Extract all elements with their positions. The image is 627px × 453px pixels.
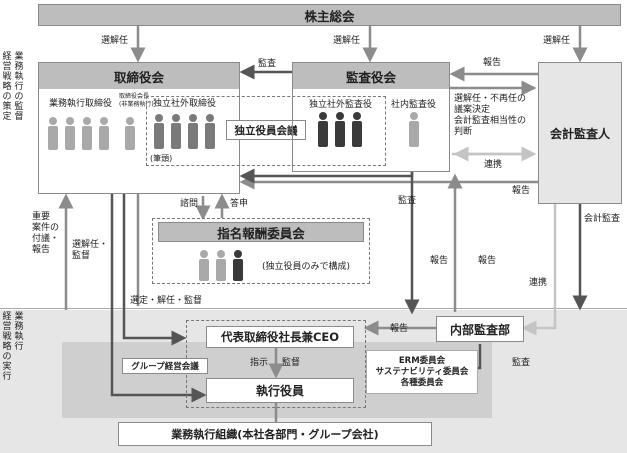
label-liaison-top: 連携 (484, 160, 503, 170)
label-audit-mid: 監査 (398, 196, 417, 206)
label-accounting-audit: 会計監査 (584, 214, 621, 224)
label-elect-supervise: 選解任・ 監督 (72, 240, 108, 262)
label-auditor-selection-1: 選解任・不再任の (454, 94, 527, 104)
nomination-committee-title: 指名報酬委員会 (158, 222, 364, 242)
label-select-dismiss-supervise: 選定・解任・監督 (130, 296, 203, 306)
independent-officers-meeting: 独立役員会議 (226, 120, 306, 140)
label-audit-internal: 監査 (512, 358, 531, 368)
lead-director-note: (筆頭) (150, 154, 173, 163)
outside-auditors-label: 独立社外監査役 (309, 100, 373, 110)
person-icon (125, 117, 135, 150)
audit-board-title: 監査役会 (293, 63, 449, 89)
label-answer: 答申 (230, 199, 249, 209)
label-liaison-bottom: 連携 (529, 278, 548, 288)
accounting-auditor: 会計監査人 (538, 62, 622, 204)
label-auditor-selection: 選解任・不再任の 議案決定 会計監査相当性の 判断 (454, 94, 526, 138)
ceo-box: 代表取締役社長兼CEO (206, 326, 354, 348)
business-organization: 業務執行組織(本社各部門・グループ会社) (118, 422, 432, 446)
audit-board: 監査役会 独立社外監査役 社内監査役 (292, 62, 450, 172)
label-report-top: 報告 (483, 58, 502, 68)
label-elect-supervise-1: 選解任・ (72, 240, 109, 250)
label-instruct: 指示 (250, 358, 269, 368)
accounting-auditor-title: 会計監査人 (549, 126, 610, 141)
label-important-1: 重要 (32, 212, 51, 222)
separator-line (0, 308, 627, 309)
executive-officers-box: 執行役員 (206, 378, 354, 403)
person-icon (99, 117, 109, 150)
label-report-internal-audit: 報告 (390, 324, 409, 334)
executive-directors-label: 業務執行取締役 (49, 99, 113, 109)
label-audit-top: 監査 (258, 59, 277, 69)
side-label-supervision: 業務執行の監督 (14, 52, 24, 122)
person-icon (65, 117, 75, 150)
label-auditor-selection-4: 判断 (454, 127, 473, 137)
committee-sustainability: サステナビリティ委員会 (375, 366, 469, 377)
independent-directors-group (146, 96, 386, 166)
label-important-4: 報告 (32, 245, 51, 255)
chairman-line1: 取締役会長 (119, 93, 150, 100)
label-consult: 諮問 (180, 199, 199, 209)
committee-erm: ERM委員会 (398, 355, 446, 366)
label-important-2: 案件の (32, 223, 60, 233)
chairman-label: 取締役会長 (非業務執行) (119, 93, 154, 109)
outside-directors-label: 独立社外取締役 (153, 99, 217, 109)
label-important-matters: 重要 案件の 付議・ 報告 (32, 212, 59, 256)
label-auditor-selection-3: 会計監査相当性の (454, 116, 527, 126)
internal-auditor-label: 社内監査役 (391, 100, 437, 110)
label-report-right: 報告 (512, 186, 531, 196)
label-supervise: 監督 (282, 358, 301, 368)
chairman-line2: (非業務執行) (119, 101, 154, 108)
label-auditor-selection-2: 議案決定 (454, 105, 491, 115)
label-important-3: 付議・ (32, 234, 60, 244)
label-elect-board: 選解任 (101, 36, 129, 46)
label-report-b: 報告 (478, 256, 497, 266)
side-label-execution-strategy: 経営戦略の実行 (2, 312, 12, 382)
label-elect-audit-board: 選解任 (333, 36, 361, 46)
person-icon (48, 117, 58, 150)
label-elect-supervise-2: 監督 (72, 251, 91, 261)
executive-directors-icons (48, 117, 135, 150)
side-label-strategy: 経営戦略の策定 (2, 52, 12, 122)
internal-audit-box: 内部監査部 (436, 316, 524, 342)
shareholders-meeting: 株主総会 (38, 4, 621, 26)
side-label-execution: 業務執行 (14, 312, 24, 352)
group-management-meeting: グループ経営会議 (122, 358, 208, 374)
board-title: 取締役会 (39, 63, 239, 89)
committees-box: ERM委員会 サステナビリティ委員会 各種委員会 (366, 350, 478, 394)
label-report-a: 報告 (430, 256, 449, 266)
person-icon (82, 117, 92, 150)
nomination-committee-note: (独立役員のみで構成) (262, 262, 351, 272)
committee-others: 各種委員会 (400, 377, 444, 388)
label-elect-accounting-auditor: 選解任 (543, 36, 571, 46)
